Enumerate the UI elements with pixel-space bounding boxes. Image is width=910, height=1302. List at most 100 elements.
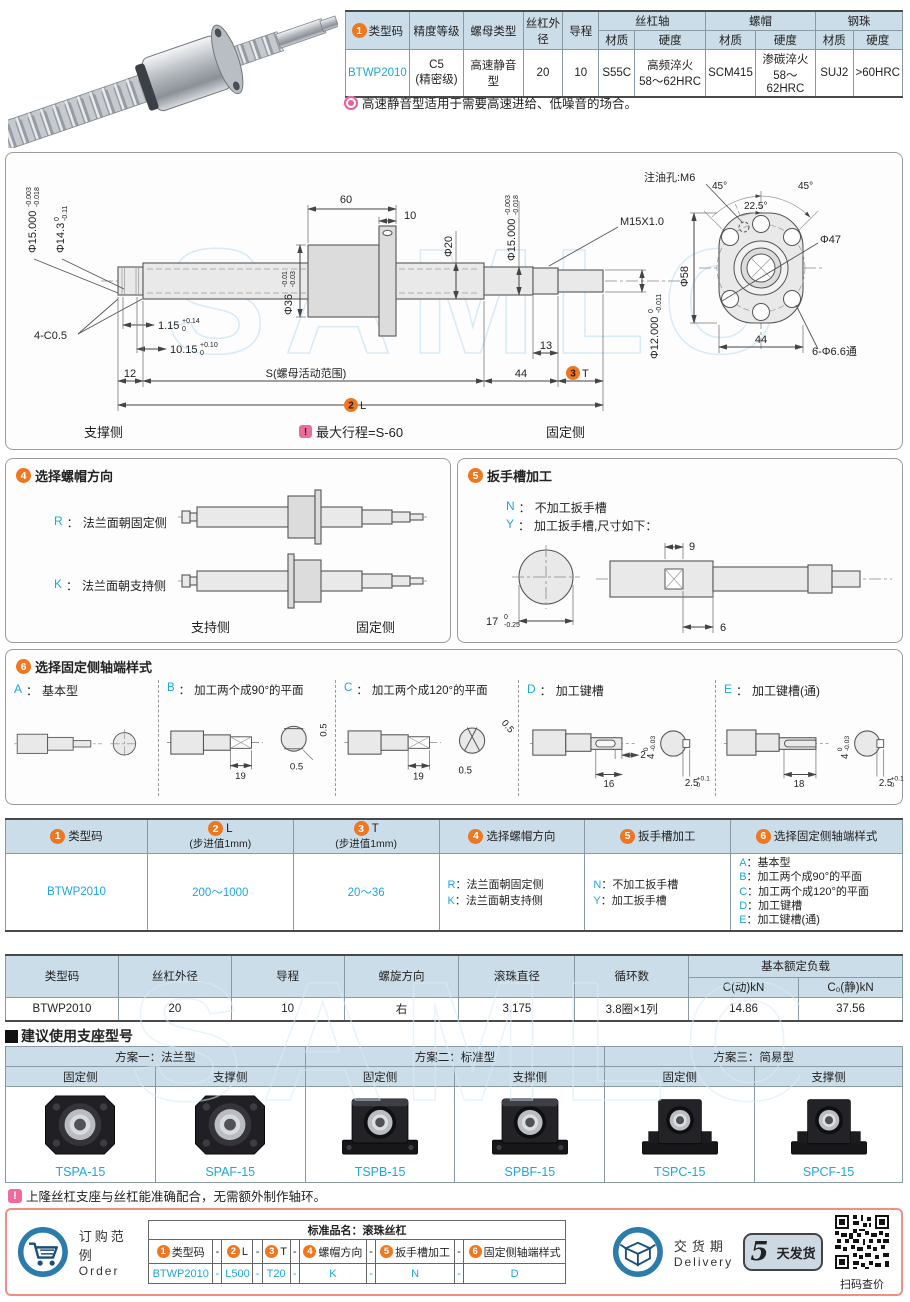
shaft-end-D: D：加工键槽 2 16 4 0 -0.03 (519, 680, 715, 796)
svg-text:-0.018: -0.018 (34, 187, 41, 207)
svg-text:2: 2 (348, 401, 354, 412)
badge-5-icon: 5 (620, 828, 636, 844)
plan2-fixed-label: 固定侧 (304, 1066, 456, 1087)
shaft-end-B-drawing: 19 0.5 0.5 (167, 723, 329, 782)
col-lead: 导程 (562, 10, 600, 50)
plan1-support-label: 支撑侧 (154, 1066, 306, 1087)
flange-front-view: 45° 45° 22.5° Φ58 44 Φ47 6-Φ6.6通 (644, 170, 857, 358)
svg-text:0.5: 0.5 (459, 766, 472, 777)
svg-text:Φ58: Φ58 (679, 266, 691, 287)
svg-text:18: 18 (794, 779, 805, 790)
shaft-end-C-drawing: 19 0.5 0.5 (344, 718, 516, 782)
section6-title: 6 选择固定侧轴端样式 (6, 650, 902, 676)
alert-icon: ! (8, 1188, 22, 1203)
section5-title: 5 扳手槽加工 (458, 459, 902, 485)
ball-hardness-value: >60HRC (852, 49, 904, 98)
svg-text:10.15: 10.15 (170, 344, 198, 356)
qr-label: 扫码查价 (840, 1278, 884, 1291)
product-photo (0, 6, 340, 156)
dim-chain: 13 12 S(螺母活动范围) 44 3 T 2 L (117, 294, 604, 412)
svg-text:2.5: 2.5 (685, 778, 698, 789)
load-spec-table: 类型码 丝杠外径 导程 螺旋方向 滚珠直径 循环数 基本额定负载 C(动)kN … (5, 954, 903, 1022)
svg-text:12: 12 (124, 368, 136, 380)
col-c0-static: C₀(静)kN (798, 976, 903, 998)
col-screw-od: 丝杠外径 (522, 10, 564, 50)
section-nut-direction: 4 选择螺帽方向 R：法兰面朝固定侧 K：法兰面朝支持侧 支持侧 固定侧 (5, 458, 451, 643)
svg-text:17: 17 (486, 616, 498, 628)
support-code-link[interactable]: SPAF-15 (205, 1165, 256, 1179)
support-code-link[interactable]: SPBF-15 (504, 1165, 556, 1179)
badge-4-icon: 4 (468, 828, 484, 844)
col-circuits: 循环数 (574, 954, 690, 998)
ball-material-value: SUJ2 (814, 49, 854, 98)
support-photo-simple (788, 1090, 870, 1160)
square-bullet-icon (5, 1029, 18, 1043)
support-photo-flange (39, 1090, 121, 1160)
col-helix: 螺旋方向 (343, 954, 460, 998)
separator: - (212, 1263, 223, 1284)
svg-text:!: ! (304, 427, 307, 438)
svg-text:-0.11: -0.11 (62, 205, 69, 221)
top-note: 高速静音型适用于需要高速进给、低噪音的场合。 (344, 93, 637, 112)
support-code-link[interactable]: SPCF-15 (802, 1165, 855, 1179)
order-value: N (375, 1263, 455, 1284)
col-nut-material: 材质 (705, 30, 756, 50)
delivery-days: 5 (750, 1237, 769, 1267)
badge-4-icon: 4 (16, 468, 31, 483)
svg-text:Φ36: Φ36 (283, 294, 295, 315)
separator: - (252, 1263, 263, 1284)
group-ball: 钢珠 (814, 10, 904, 31)
svg-text:44: 44 (515, 368, 527, 380)
group-rated-load: 基本额定负载 (688, 954, 903, 978)
svg-text:2.5: 2.5 (879, 778, 892, 789)
wrench-slot-drawing: 17 0 -0.25 9 6 (486, 541, 892, 634)
alert-icon (299, 425, 312, 438)
type-code-link[interactable]: BTWP2010 (5, 852, 148, 932)
max-stroke-note: ! 最大行程=S-60 (299, 425, 403, 440)
delivery-unit: 天发货 (776, 1245, 816, 1261)
screw-od-value: 20 (522, 49, 564, 98)
col-nut-type: 螺母类型 (463, 10, 524, 50)
c0-static-value: 37.56 (798, 996, 903, 1022)
svg-text:Φ47: Φ47 (820, 234, 841, 246)
section4-title: 4 选择螺帽方向 (6, 459, 450, 485)
col-shaft-hardness: 硬度 (634, 30, 707, 50)
dim-44-flange: 44 (718, 325, 804, 353)
plan2-support-label: 支撑侧 (454, 1066, 606, 1087)
type-code-value[interactable]: BTWP2010 (5, 996, 119, 1022)
support-code-link[interactable]: TSPA-15 (55, 1165, 106, 1179)
nut-flange (378, 225, 397, 337)
shaft-end-A-drawing (14, 729, 139, 759)
support-code-link[interactable]: TSPC-15 (654, 1165, 706, 1179)
support-code-link[interactable]: TSPB-15 (354, 1165, 406, 1179)
order-value: K (298, 1263, 368, 1284)
circuits-value: 3.8圈×1列 (574, 996, 690, 1022)
separator: - (289, 1263, 300, 1284)
svg-text:-0.25: -0.25 (504, 622, 520, 629)
svg-text:2: 2 (640, 750, 645, 761)
shaft-end-options: A：基本型 B：加工两个成90°的平面 C：加工两个成120°的平面 D：加工键… (730, 852, 903, 932)
oil-port (382, 229, 393, 237)
svg-text:4: 4 (646, 753, 657, 759)
supports-note-text: 上隆丝杠支座与丝杠能准确配合，无需额外制作轴环。 (26, 1190, 327, 1204)
svg-text:45°: 45° (798, 181, 813, 192)
dim-groove2: 10.15 +0.10 0 (136, 297, 218, 357)
support-cell: TSPA-15 (5, 1086, 156, 1183)
separator: - (252, 1239, 263, 1264)
type-code-link[interactable]: BTWP2010 (345, 49, 410, 98)
svg-text:-0.011: -0.011 (656, 294, 663, 313)
supports-note: ! 上隆丝杠支座与丝杠能准确配合，无需额外制作轴环。 (8, 1186, 326, 1205)
col-ball-material: 材质 (814, 30, 854, 50)
plan3-header: 方案三：简易型 (604, 1046, 903, 1067)
svg-text:M15X1.0: M15X1.0 (620, 216, 664, 228)
svg-text:Φ12.000: Φ12.000 (649, 317, 661, 359)
l-range: 200～1000 (146, 852, 294, 932)
